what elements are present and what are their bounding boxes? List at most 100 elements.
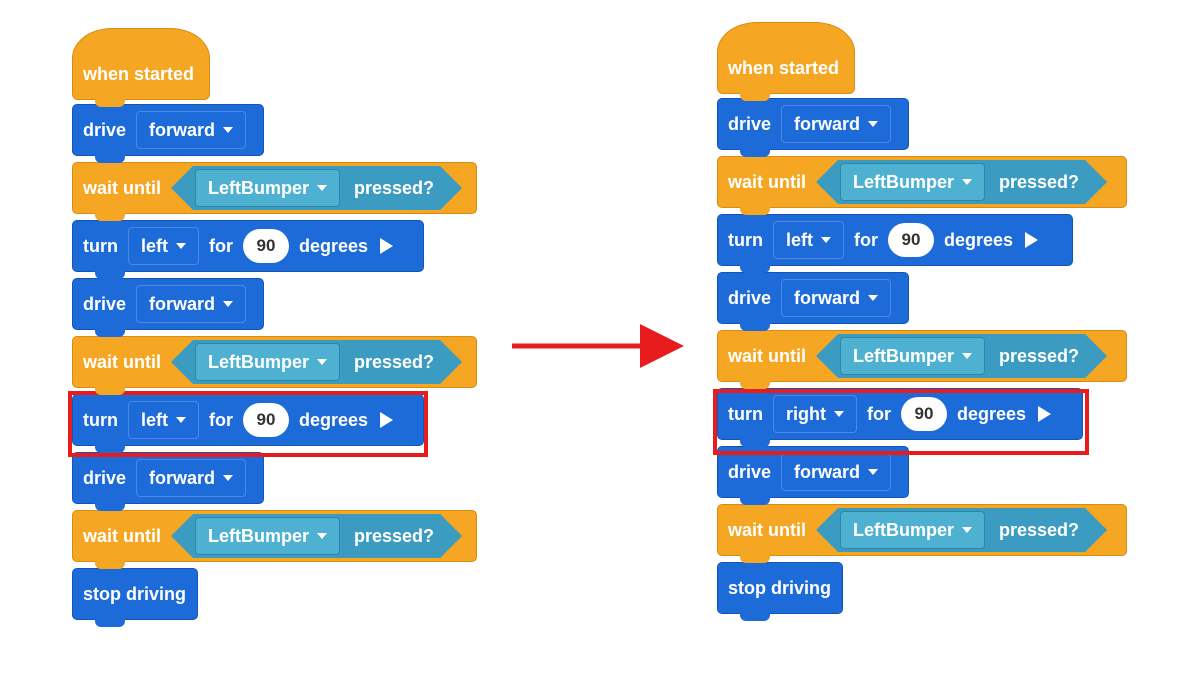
turn-direction-dropdown[interactable]: left	[128, 401, 199, 439]
sensor-label: pressed?	[999, 519, 1080, 540]
chevron-down-icon	[868, 295, 879, 301]
chevron-down-icon	[317, 533, 327, 539]
dropdown-value: LeftBumper	[853, 345, 955, 366]
block-label: wait until	[728, 345, 806, 366]
bumper-pressed-sensor[interactable]: LeftBumper pressed?	[171, 166, 462, 210]
drive-block[interactable]: drive forward	[717, 98, 909, 157]
play-icon[interactable]	[1025, 232, 1039, 248]
degrees-input[interactable]: 90	[888, 223, 934, 257]
sensor-dropdown[interactable]: LeftBumper	[840, 511, 985, 549]
block-label: wait until	[83, 525, 161, 546]
block-label: drive	[83, 293, 127, 314]
wait-until-block[interactable]: wait until LeftBumper pressed?	[72, 510, 477, 569]
drive-block[interactable]: drive forward	[717, 272, 909, 331]
degrees-input[interactable]: 90	[901, 397, 947, 431]
direction-dropdown[interactable]: forward	[781, 105, 892, 143]
code-stack-before: when started drive forward wait until Le…	[72, 28, 482, 627]
highlight-box-before	[68, 391, 428, 457]
dropdown-value: forward	[149, 467, 216, 488]
sensor-dropdown[interactable]: LeftBumper	[195, 517, 340, 555]
sensor-dropdown[interactable]: LeftBumper	[195, 343, 340, 381]
drive-block[interactable]: drive forward	[72, 452, 264, 511]
block-label: turn	[728, 403, 763, 424]
dropdown-value: left	[141, 409, 168, 430]
block-label: degrees	[957, 403, 1027, 424]
code-stack-after: when started drive forward wait until Le…	[717, 22, 1127, 621]
turn-direction-dropdown[interactable]: right	[773, 395, 857, 433]
sensor-dropdown[interactable]: LeftBumper	[195, 169, 340, 207]
dropdown-value: LeftBumper	[208, 525, 310, 546]
block-label: for	[209, 409, 233, 430]
turn-direction-dropdown[interactable]: left	[128, 227, 199, 265]
sensor-label: pressed?	[354, 525, 435, 546]
turn-block[interactable]: turn left for 90 degrees	[72, 220, 424, 279]
when-started-block[interactable]: when started	[72, 28, 210, 107]
play-icon[interactable]	[1038, 406, 1052, 422]
block-label: drive	[728, 461, 772, 482]
bumper-pressed-sensor[interactable]: LeftBumper pressed?	[816, 334, 1107, 378]
dropdown-value: LeftBumper	[208, 351, 310, 372]
bumper-pressed-sensor[interactable]: LeftBumper pressed?	[171, 340, 462, 384]
block-label: turn	[83, 409, 118, 430]
direction-dropdown[interactable]: forward	[136, 285, 247, 323]
dropdown-value: forward	[794, 113, 861, 134]
bumper-pressed-sensor[interactable]: LeftBumper pressed?	[816, 160, 1107, 204]
drive-block[interactable]: drive forward	[72, 278, 264, 337]
drive-block[interactable]: drive forward	[72, 104, 264, 163]
block-label: wait until	[83, 351, 161, 372]
chevron-down-icon	[821, 237, 831, 243]
bumper-pressed-sensor[interactable]: LeftBumper pressed?	[816, 508, 1107, 552]
dropdown-value: left	[786, 229, 813, 250]
block-label: degrees	[944, 229, 1014, 250]
turn-direction-dropdown[interactable]: left	[773, 221, 844, 259]
chevron-down-icon	[868, 121, 879, 127]
stop-driving-block[interactable]: stop driving	[72, 568, 198, 627]
block-label: for	[854, 229, 878, 250]
play-icon[interactable]	[380, 412, 394, 428]
chevron-down-icon	[176, 417, 186, 423]
when-started-block[interactable]: when started	[717, 22, 855, 101]
wait-until-block[interactable]: wait until LeftBumper pressed?	[717, 156, 1127, 215]
chevron-down-icon	[317, 185, 327, 191]
direction-dropdown[interactable]: forward	[781, 279, 892, 317]
wait-until-block[interactable]: wait until LeftBumper pressed?	[717, 330, 1127, 389]
chevron-down-icon	[834, 411, 844, 417]
wait-until-block[interactable]: wait until LeftBumper pressed?	[717, 504, 1127, 563]
chevron-down-icon	[223, 475, 234, 481]
wait-until-block[interactable]: wait until LeftBumper pressed?	[72, 336, 477, 395]
block-label: wait until	[83, 177, 161, 198]
chevron-down-icon	[176, 243, 186, 249]
chevron-down-icon	[962, 353, 972, 359]
sensor-label: pressed?	[354, 351, 435, 372]
sensor-label: pressed?	[354, 177, 435, 198]
dropdown-value: right	[786, 403, 826, 424]
highlight-box-after	[713, 389, 1089, 455]
play-icon[interactable]	[380, 238, 394, 254]
sensor-dropdown[interactable]: LeftBumper	[840, 337, 985, 375]
block-label: wait until	[728, 171, 806, 192]
block-label: when started	[83, 63, 195, 84]
block-label: stop driving	[728, 577, 831, 598]
stop-driving-block[interactable]: stop driving	[717, 562, 843, 621]
block-label: degrees	[299, 409, 369, 430]
dropdown-value: LeftBumper	[208, 177, 310, 198]
block-label: drive	[728, 287, 772, 308]
block-label: stop driving	[83, 583, 186, 604]
wait-until-block[interactable]: wait until LeftBumper pressed?	[72, 162, 477, 221]
bumper-pressed-sensor[interactable]: LeftBumper pressed?	[171, 514, 462, 558]
block-label: drive	[83, 467, 127, 488]
block-label: wait until	[728, 519, 806, 540]
direction-dropdown[interactable]: forward	[136, 111, 247, 149]
turn-block-highlighted[interactable]: turn left for 90 degrees	[72, 394, 424, 453]
chevron-down-icon	[223, 127, 234, 133]
sensor-dropdown[interactable]: LeftBumper	[840, 163, 985, 201]
degrees-input[interactable]: 90	[243, 229, 289, 263]
direction-dropdown[interactable]: forward	[781, 453, 892, 491]
block-label: for	[209, 235, 233, 256]
turn-block-highlighted[interactable]: turn right for 90 degrees	[717, 388, 1083, 447]
degrees-input[interactable]: 90	[243, 403, 289, 437]
turn-block[interactable]: turn left for 90 degrees	[717, 214, 1073, 273]
dropdown-value: forward	[149, 293, 216, 314]
block-label: when started	[728, 57, 840, 78]
direction-dropdown[interactable]: forward	[136, 459, 247, 497]
